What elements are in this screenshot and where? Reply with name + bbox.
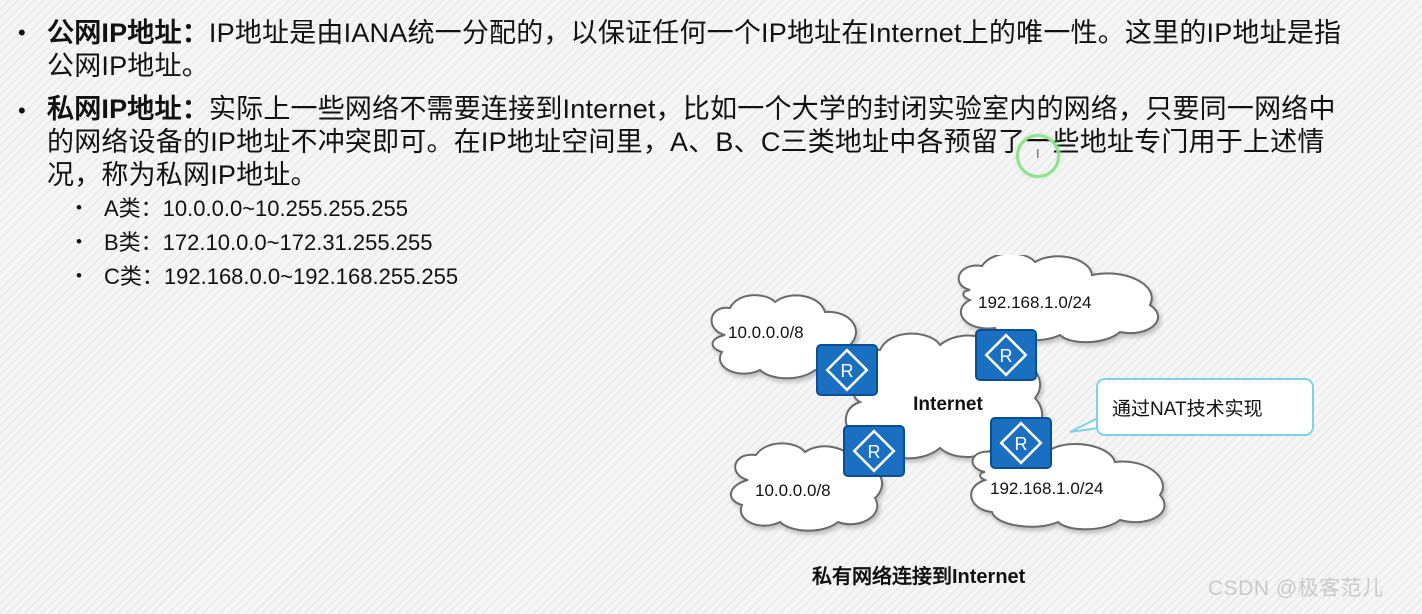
router-icon: R bbox=[843, 425, 905, 477]
router-icon: R bbox=[816, 344, 878, 396]
public-ip-text-1: IP地址是由IANA统一分配的，以保证任何一个IP地址在Internet上的唯一… bbox=[208, 18, 1342, 48]
public-ip-colon: ： bbox=[181, 18, 209, 48]
class-c-range: C类：192.168.0.0~192.168.255.255 bbox=[104, 264, 459, 289]
diagram-caption: 私有网络连接到Internet bbox=[812, 566, 1026, 588]
private-ip-text-2: 的网络设备的IP地址不冲突即可。在IP地址空间里，A、B、C三类地址中各预留了一… bbox=[47, 127, 1325, 157]
class-b-range: B类：172.10.0.0~172.31.255.255 bbox=[104, 230, 433, 255]
public-ip-text-2: 公网IP地址。 bbox=[47, 51, 209, 81]
network-diagram: Internet 10.0.0.0/8 192.168.1.0/24 10.0.… bbox=[710, 255, 1166, 532]
sub-bullet-marker: • bbox=[76, 266, 82, 285]
callout-pointer bbox=[1069, 416, 1099, 433]
private-ip-colon: ： bbox=[181, 94, 209, 124]
public-ip-paragraph: 公网IP地址：IP地址是由IANA统一分配的，以保证任何一个IP地址在Inter… bbox=[47, 17, 1397, 83]
cursor-highlight-ring bbox=[1016, 134, 1060, 178]
text-cursor-icon: I bbox=[1036, 146, 1040, 161]
router-glyph: R bbox=[841, 361, 854, 381]
sub-bullet-marker: • bbox=[76, 198, 82, 217]
class-a-range: A类：10.0.0.0~10.255.255.255 bbox=[104, 196, 408, 221]
internet-label: Internet bbox=[913, 394, 983, 415]
cloud-top-right-label: 192.168.1.0/24 bbox=[978, 293, 1091, 312]
nat-callout-text: 通过NAT技术实现 bbox=[1112, 399, 1263, 420]
public-ip-term: 公网IP地址 bbox=[47, 18, 182, 48]
router-glyph: R bbox=[1015, 434, 1028, 454]
bullet-marker: • bbox=[18, 98, 26, 123]
cloud-bottom-right-label: 192.168.1.0/24 bbox=[990, 479, 1103, 498]
router-glyph: R bbox=[1000, 346, 1013, 366]
private-ip-term: 私网IP地址 bbox=[47, 94, 182, 124]
cloud-top-right bbox=[957, 255, 1160, 344]
sub-bullet-marker: • bbox=[76, 232, 82, 251]
bullet-marker: • bbox=[18, 20, 26, 45]
router-icon: R bbox=[990, 417, 1052, 469]
watermark: CSDN @极客范儿 bbox=[1208, 577, 1384, 600]
private-ip-paragraph: 私网IP地址：实际上一些网络不需要连接到Internet，比如一个大学的封闭实验… bbox=[47, 93, 1397, 192]
nat-callout: 通过NAT技术实现 bbox=[1096, 378, 1314, 436]
private-ip-text-1: 实际上一些网络不需要连接到Internet，比如一个大学的封闭实验室内的网络，只… bbox=[208, 94, 1336, 124]
router-icon: R bbox=[975, 329, 1037, 381]
cloud-bottom-left-label: 10.0.0.0/8 bbox=[755, 481, 831, 500]
private-ip-text-3: 况，称为私网IP地址。 bbox=[47, 160, 318, 190]
cloud-top-left-label: 10.0.0.0/8 bbox=[728, 323, 804, 342]
router-glyph: R bbox=[868, 442, 881, 462]
